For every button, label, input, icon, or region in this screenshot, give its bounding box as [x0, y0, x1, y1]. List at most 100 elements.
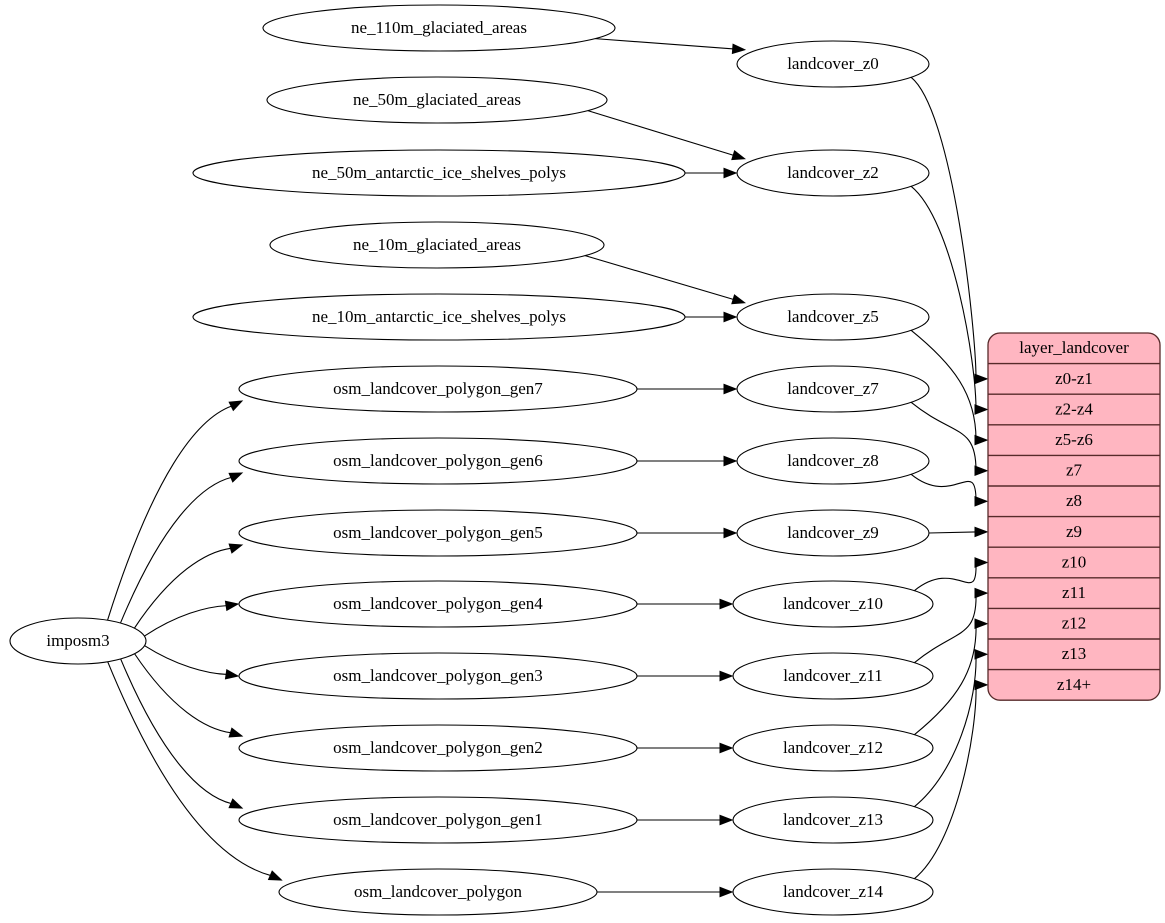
record-row-label-z10: z10 — [1062, 552, 1087, 571]
node-shape[interactable] — [736, 365, 930, 413]
node-label: osm_landcover_polygon_gen5 — [333, 523, 543, 542]
edge-arrowhead — [974, 373, 989, 385]
record-node-layer-landcover[interactable]: layer_landcoverz0-z1z2-z4z5-z6z7z8z9z10z… — [987, 332, 1161, 701]
natural-earth-node-ne_10m_glaciated_areas[interactable]: ne_10m_glaciated_areas — [269, 221, 605, 269]
record-row-label-z13: z13 — [1062, 644, 1087, 663]
osm-node-osm_landcover_polygon_gen5[interactable]: osm_landcover_polygon_gen5 — [238, 509, 638, 557]
node-shape[interactable] — [238, 437, 638, 485]
record-row-z7[interactable] — [988, 455, 1160, 486]
record-header-cell[interactable] — [988, 333, 1160, 364]
node-label: landcover_z8 — [787, 451, 879, 470]
node-label: ne_110m_glaciated_areas — [351, 18, 527, 37]
landcover-node-landcover_z7[interactable]: landcover_z7 — [736, 365, 930, 413]
record-row-z0-z1[interactable] — [988, 363, 1160, 395]
node-shape[interactable] — [238, 365, 638, 413]
node-shape[interactable] — [192, 293, 686, 341]
edge-imposm3-to-osm_landcover_polygon_gen7 — [106, 400, 244, 621]
edge-imposm3-to-osm_landcover_polygon — [107, 661, 283, 881]
landcover-node-landcover_z11[interactable]: landcover_z11 — [732, 652, 934, 700]
landcover-node-landcover_z8[interactable]: landcover_z8 — [736, 437, 930, 485]
node-shape[interactable] — [736, 40, 930, 88]
edge-path — [914, 562, 977, 592]
natural-earth-node-ne_50m_antarctic_ice_shelves_polys[interactable]: ne_50m_antarctic_ice_shelves_polys — [192, 149, 686, 197]
node-label: landcover_z14 — [783, 882, 884, 901]
edge-path — [914, 684, 977, 880]
record-row-z9[interactable] — [988, 516, 1160, 548]
node-shape[interactable] — [732, 868, 934, 916]
record-row-label-z2-z4: z2-z4 — [1055, 399, 1093, 418]
node-shape[interactable] — [732, 580, 934, 628]
edge-ne_10m_glaciated_areas-to-landcover_z5 — [584, 255, 747, 305]
record-row-z8[interactable] — [988, 486, 1160, 517]
record-row-z10[interactable] — [988, 547, 1160, 578]
edge-arrowhead — [723, 167, 738, 179]
record-row-z2-z4[interactable] — [988, 394, 1160, 425]
landcover-node-landcover_z9[interactable]: landcover_z9 — [736, 509, 930, 557]
node-shape[interactable] — [238, 652, 638, 700]
node-label: ne_50m_glaciated_areas — [353, 90, 521, 109]
osm-node-osm_landcover_polygon_gen4[interactable]: osm_landcover_polygon_gen4 — [238, 580, 638, 628]
node-shape[interactable] — [238, 724, 638, 772]
landcover-node-landcover_z12[interactable]: landcover_z12 — [732, 724, 934, 772]
record-row-label-z5-z6: z5-z6 — [1055, 430, 1093, 449]
node-shape[interactable] — [736, 149, 930, 197]
landcover-node-landcover_z2[interactable]: landcover_z2 — [736, 149, 930, 197]
record-row-z5-z6[interactable] — [988, 424, 1160, 456]
edge-arrowhead — [719, 742, 734, 754]
record-row-z12[interactable] — [988, 608, 1160, 639]
record-row-z13[interactable] — [988, 639, 1160, 670]
node-shape[interactable] — [262, 4, 616, 52]
osm-node-osm_landcover_polygon_gen2[interactable]: osm_landcover_polygon_gen2 — [238, 724, 638, 772]
natural-earth-node-ne_110m_glaciated_areas[interactable]: ne_110m_glaciated_areas — [262, 4, 616, 52]
node-shape[interactable] — [732, 796, 934, 844]
edge-arrowhead — [228, 400, 244, 412]
edge-path — [910, 401, 977, 471]
node-shape[interactable] — [266, 76, 608, 124]
edge-arrowhead — [228, 472, 244, 483]
node-shape[interactable] — [736, 437, 930, 485]
edge-imposm3-to-osm_landcover_polygon_gen6 — [119, 472, 244, 624]
source-node-imposm3[interactable]: imposm3 — [9, 617, 147, 665]
node-shape[interactable] — [238, 796, 638, 844]
node-shape[interactable] — [278, 868, 598, 916]
node-shape[interactable] — [238, 580, 638, 628]
edge-path — [914, 623, 977, 736]
record-row-label-z14+: z14+ — [1057, 675, 1091, 694]
osm-node-osm_landcover_polygon_gen1[interactable]: osm_landcover_polygon_gen1 — [238, 796, 638, 844]
record-row-z11[interactable] — [988, 577, 1160, 609]
record-row-z14+[interactable] — [988, 669, 1160, 701]
edge-arrowhead — [723, 383, 738, 395]
natural-earth-node-ne_10m_antarctic_ice_shelves_polys[interactable]: ne_10m_antarctic_ice_shelves_polys — [192, 293, 686, 341]
node-shape[interactable] — [238, 509, 638, 557]
landcover-node-landcover_z0[interactable]: landcover_z0 — [736, 40, 930, 88]
osm-node-osm_landcover_polygon_gen7[interactable]: osm_landcover_polygon_gen7 — [238, 365, 638, 413]
landcover-node-landcover_z10[interactable]: landcover_z10 — [732, 580, 934, 628]
node-shape[interactable] — [269, 221, 605, 269]
node-shape[interactable] — [736, 509, 930, 557]
node-shape[interactable] — [736, 293, 930, 341]
edge-arrowhead — [267, 870, 283, 881]
node-shape[interactable] — [732, 652, 934, 700]
node-shape[interactable] — [192, 149, 686, 197]
edge-path — [914, 593, 977, 664]
osm-node-osm_landcover_polygon_gen6[interactable]: osm_landcover_polygon_gen6 — [238, 437, 638, 485]
edge-path — [144, 645, 228, 675]
osm-node-osm_landcover_polygon[interactable]: osm_landcover_polygon — [278, 868, 598, 916]
node-label: ne_10m_glaciated_areas — [353, 235, 521, 254]
edge-arrowhead — [228, 543, 244, 554]
osm-node-osm_landcover_polygon_gen3[interactable]: osm_landcover_polygon_gen3 — [238, 652, 638, 700]
edge-arrowhead — [224, 600, 240, 612]
landcover-node-landcover_z13[interactable]: landcover_z13 — [732, 796, 934, 844]
edge-arrowhead — [719, 814, 734, 826]
landcover-node-landcover_z5[interactable]: landcover_z5 — [736, 293, 930, 341]
natural-earth-node-ne_50m_glaciated_areas[interactable]: ne_50m_glaciated_areas — [266, 76, 608, 124]
edge-arrowhead — [723, 455, 738, 467]
node-label: osm_landcover_polygon_gen2 — [333, 738, 543, 757]
edge-imposm3-to-osm_landcover_polygon_gen3 — [144, 645, 240, 680]
node-shape[interactable] — [9, 617, 147, 665]
edge-path — [106, 405, 233, 621]
node-shape[interactable] — [732, 724, 934, 772]
landcover-node-landcover_z14[interactable]: landcover_z14 — [732, 868, 934, 916]
edge-osm_landcover_polygon_gen6-to-landcover_z8 — [637, 455, 738, 467]
